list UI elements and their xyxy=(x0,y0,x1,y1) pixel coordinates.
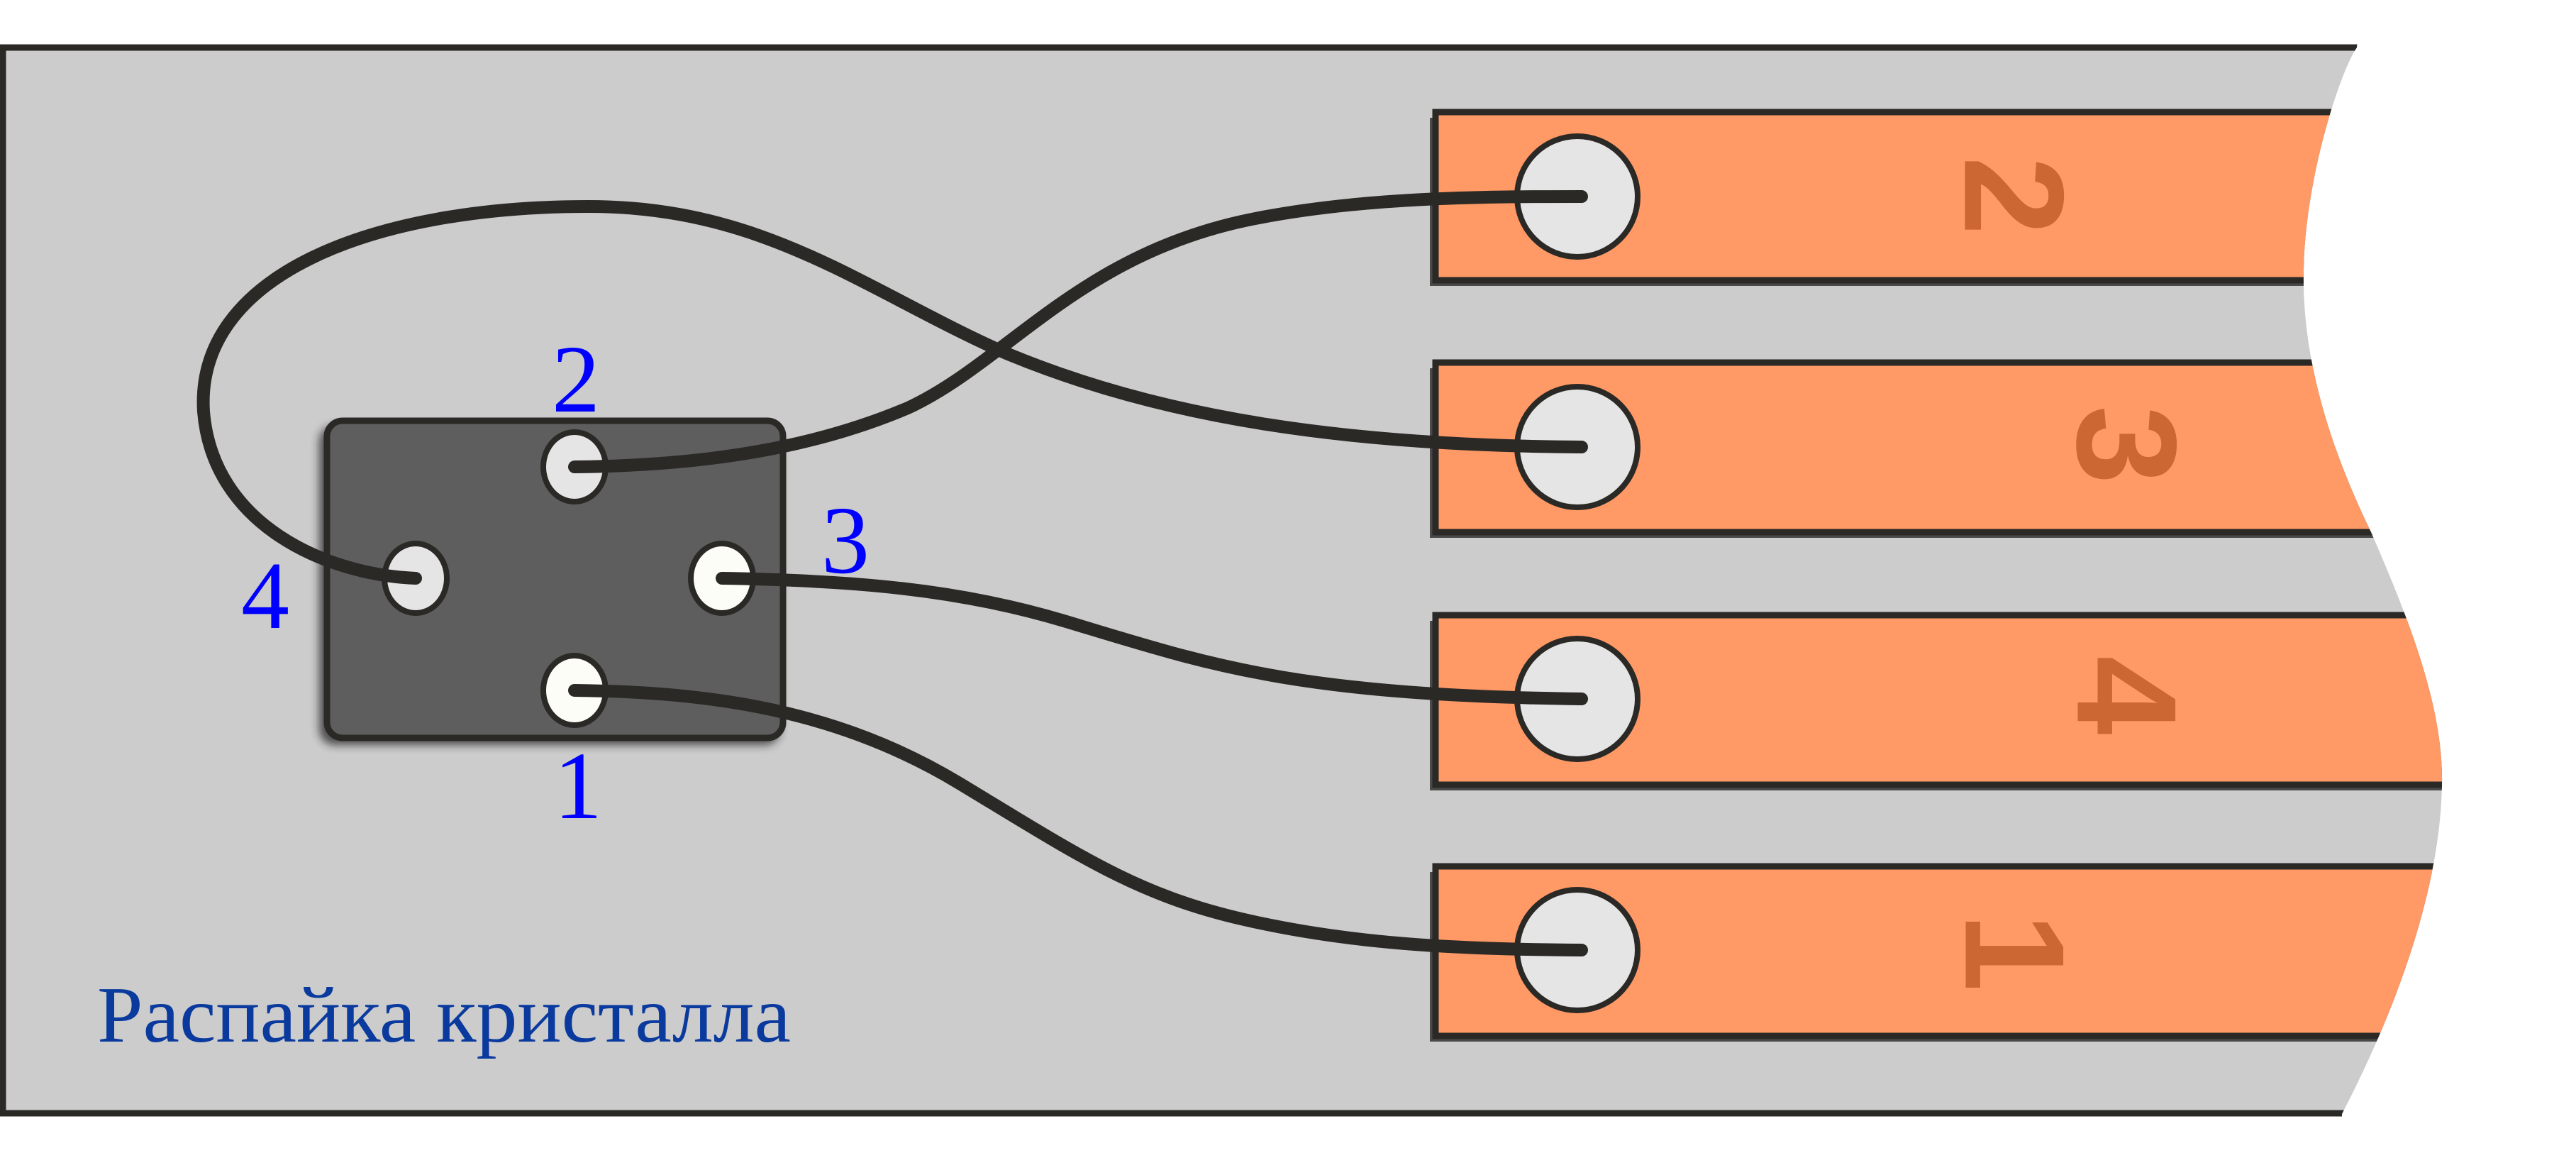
chip-label-2: 2 xyxy=(552,326,600,433)
wire-chip4-lead3 xyxy=(196,199,1588,585)
chip-die xyxy=(319,417,787,745)
lead-1: 1 xyxy=(1430,863,2443,1042)
wire-chip1-lead1 xyxy=(568,684,1588,956)
bond-wires xyxy=(196,190,1588,956)
wire-chip3-lead4 xyxy=(716,572,1588,705)
lead-label-2: 2 xyxy=(1935,156,2093,235)
lead-2: 2 xyxy=(1430,109,2443,286)
substrate-group: 2 3 4 1 xyxy=(0,44,2443,1117)
lead-3: 3 xyxy=(1430,359,2443,538)
lead-frame: 2 3 4 1 xyxy=(1430,109,2443,1042)
lead-label-4: 4 xyxy=(2048,656,2206,734)
diagram-title: Распайка кристалла xyxy=(97,971,791,1059)
chip-label-4: 4 xyxy=(241,543,289,649)
lead-4: 4 xyxy=(1430,612,2443,790)
chip-label-3: 3 xyxy=(821,487,870,594)
lead-label-3: 3 xyxy=(2048,405,2206,484)
wire-chip2-lead2 xyxy=(568,190,1588,473)
lead-label-1: 1 xyxy=(1936,912,2094,991)
chip-label-1: 1 xyxy=(554,733,602,839)
